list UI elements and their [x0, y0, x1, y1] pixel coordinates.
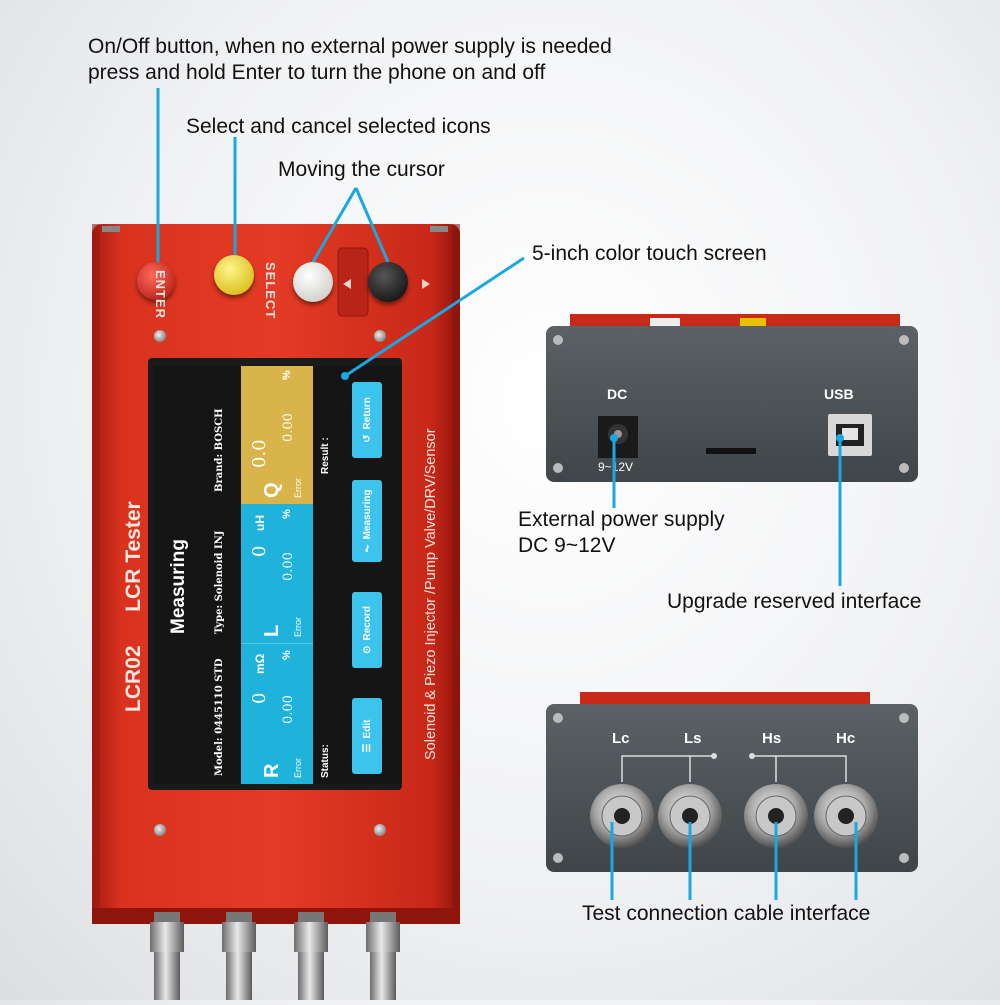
return-button-label: Return: [361, 397, 373, 430]
cursor-left-button[interactable]: [293, 262, 333, 302]
q-symbol: Q: [261, 482, 283, 498]
select-callout: Select and cancel selected icons: [186, 115, 491, 138]
bnc-lc: [590, 784, 654, 848]
screen-callout: 5-inch color touch screen: [532, 242, 767, 265]
status-label: Status:: [320, 744, 331, 778]
q-pct: %: [281, 370, 293, 380]
waveform-icon: ⏦: [361, 544, 373, 553]
l-unit: uH: [253, 515, 267, 531]
device-model-title: LCR02 LCR Tester: [122, 501, 146, 712]
onoff-callout-line1: On/Off button, when no external power su…: [88, 35, 612, 58]
select-button[interactable]: [214, 255, 254, 295]
type-text: Type: Solenoid INJ: [214, 530, 225, 635]
device-name: LCR Tester: [122, 501, 145, 612]
l-symbol: L: [261, 624, 283, 637]
hs-label: Hs: [762, 730, 782, 747]
device-subtitle: Solenoid & Piezo Injector /Pump Valve/DR…: [423, 428, 439, 760]
measuring-button-label: Measuring: [361, 489, 373, 540]
r-error-label: Error: [293, 758, 303, 778]
connector-panel: [540, 690, 920, 880]
return-button[interactable]: ↺ Return: [352, 382, 382, 458]
edit-button[interactable]: ☰ Edit: [352, 698, 382, 774]
r-pct: %: [281, 650, 293, 660]
bnc-hc: [814, 784, 878, 848]
enter-button[interactable]: [137, 262, 175, 300]
touch-screen[interactable]: Measuring Model: 0445110 STD Type: Solen…: [154, 366, 402, 784]
edit-button-label: Edit: [361, 719, 373, 739]
q-error-label: Error: [293, 478, 303, 498]
record-button[interactable]: ⊙ Record: [352, 592, 382, 668]
lc-label: Lc: [612, 730, 630, 747]
record-button-label: Record: [361, 606, 373, 641]
screen-heading: Measuring: [168, 538, 189, 634]
l-value: 0: [249, 545, 270, 557]
dc-label: DC: [607, 386, 628, 402]
menu-icon: ☰: [361, 743, 373, 753]
r-error-value: 0.00: [281, 695, 296, 724]
model-text: Model: 0445110 STD: [214, 658, 225, 776]
r-panel: R 0 mΩ Error 0.00 %: [241, 644, 313, 784]
cursor-right-button[interactable]: [368, 262, 408, 302]
onoff-callout-line2: press and hold Enter to turn the phone o…: [88, 61, 546, 84]
select-label: SELECT: [263, 262, 278, 320]
r-unit: mΩ: [253, 653, 267, 674]
q-value: 0.0: [249, 439, 270, 468]
r-value: 0: [249, 692, 270, 704]
l-error-label: Error: [293, 617, 303, 637]
return-icon: ↺: [361, 434, 373, 443]
hc-label: Hc: [836, 730, 856, 747]
l-error-value: 0.00: [281, 552, 296, 581]
r-symbol: R: [261, 763, 283, 778]
ls-label: Ls: [684, 730, 702, 747]
measuring-button[interactable]: ⏦ Measuring: [352, 480, 382, 562]
usb-callout: Upgrade reserved interface: [667, 590, 922, 613]
screen-content: Measuring Model: 0445110 STD Type: Solen…: [154, 366, 402, 784]
power-callout-line1: External power supply: [518, 508, 725, 531]
l-pct: %: [281, 509, 293, 519]
result-label: Result :: [320, 437, 331, 474]
brand-text: Brand: BOSCH: [214, 408, 225, 492]
q-error-value: 0.00: [281, 413, 296, 442]
screw: [154, 330, 166, 342]
front-bnc-connectors: [140, 912, 440, 1000]
q-panel: Q 0.0 Error 0.00 %: [241, 366, 313, 504]
enter-label: ENTER: [153, 270, 168, 320]
usb-label: USB: [824, 386, 854, 402]
cable-callout: Test connection cable interface: [582, 902, 871, 925]
power-callout-line2: DC 9~12V: [518, 534, 616, 557]
device-model: LCR02: [122, 645, 145, 712]
record-icon: ⊙: [361, 645, 373, 654]
cursor-callout: Moving the cursor: [278, 158, 445, 181]
l-panel: L 0 uH Error 0.00 %: [241, 503, 313, 644]
bnc-ls: [658, 784, 722, 848]
dc-range-label: 9~12V: [598, 460, 634, 474]
bnc-connector: [150, 912, 184, 1000]
back-panel: [540, 310, 920, 486]
bnc-hs: [744, 784, 808, 848]
